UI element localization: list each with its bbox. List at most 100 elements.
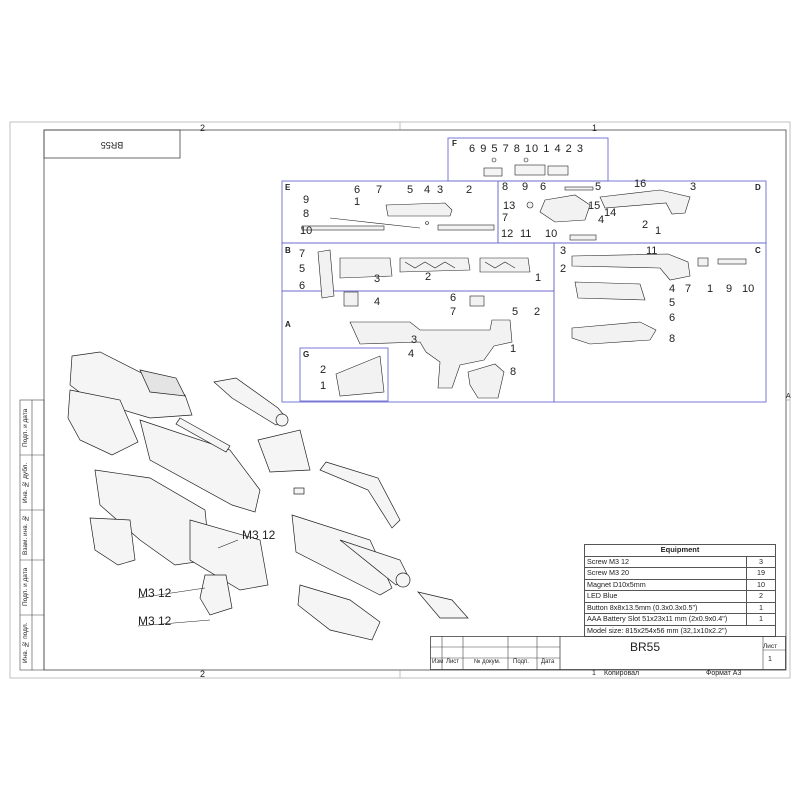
footer-copied: Копировал — [604, 670, 640, 677]
zone-top-right: 1 — [592, 123, 598, 133]
panel-e-num: 10 — [300, 225, 313, 237]
panel-d-letter: D — [755, 183, 761, 192]
title-block — [430, 636, 786, 670]
panel-d-num: 9 — [522, 181, 529, 193]
panel-c-num: 4 — [669, 283, 676, 295]
panel-a-num: 3 — [411, 334, 418, 346]
panel-e-num: 6 — [354, 184, 361, 196]
panel-c-num: 1 — [707, 283, 714, 295]
panel-c-num: 10 — [742, 283, 755, 295]
panel-b-letter: B — [285, 246, 291, 255]
panel-f-letter: F — [452, 139, 457, 148]
panel-d-num: 7 — [502, 212, 509, 224]
panel-e-parts — [301, 202, 495, 231]
title-block-header: Изм — [432, 659, 444, 665]
title-block-header: Дата — [541, 659, 555, 665]
panel-e-num: 7 — [376, 184, 383, 196]
side-label-sign-date: Подп. и дата — [22, 408, 29, 448]
callout-m3-main: M3 12 — [242, 528, 276, 542]
panel-a-num: 7 — [450, 306, 457, 318]
panel-d-frame — [497, 180, 767, 244]
rotated-title-stamp — [43, 129, 181, 159]
panel-c-num: 11 — [646, 245, 658, 257]
panel-c-num: 9 — [726, 283, 733, 295]
zone-side: A — [786, 393, 791, 400]
panel-b-num: 7 — [299, 248, 306, 260]
panel-g-letter: G — [303, 350, 310, 359]
panel-d-parts — [526, 186, 691, 241]
panel-b-num: 3 — [374, 273, 381, 285]
panel-g-num: 2 — [320, 364, 327, 376]
panel-e-num: 3 — [437, 184, 444, 196]
panel-g-num: 1 — [320, 380, 327, 392]
rotated-title: BR55 — [100, 140, 124, 150]
callout-m3-left-2: M3 12 — [138, 614, 172, 628]
panel-b-num: 4 — [374, 296, 381, 308]
panel-e-num: 2 — [466, 184, 473, 196]
panel-d-num: 5 — [595, 181, 602, 193]
zone-bottom-left: 2 — [200, 669, 206, 679]
panel-c-num: 3 — [560, 245, 567, 257]
table-row: Button 8x8x13.5mm (0.3x0.3x0.5")1 — [584, 601, 776, 614]
panel-d-num: 13 — [503, 200, 516, 212]
drawing-title: BR55 — [630, 640, 661, 654]
panel-d-num: 6 — [540, 181, 547, 193]
callout-m3-left-1: M3 12 — [138, 586, 172, 600]
panel-a-num: 4 — [408, 348, 415, 360]
panel-d-num: 3 — [690, 181, 697, 193]
panel-a-parts — [335, 295, 513, 399]
panel-f-parts — [483, 157, 569, 177]
panel-d-num: 2 — [642, 219, 649, 231]
panel-c-parts — [571, 253, 747, 345]
side-label-replace-inv: Взам. инв. № — [22, 514, 29, 556]
callout-leaders — [137, 539, 239, 627]
main-exploded-view — [67, 351, 469, 641]
footer-zone: 1 — [592, 670, 596, 677]
zone-top-left: 2 — [200, 123, 206, 133]
table-row: AAA Battery Slot 51x23x11 mm (2x0.9x0.4"… — [584, 613, 776, 626]
equipment-heading: Equipment — [584, 544, 776, 557]
panel-a-num: 2 — [534, 306, 541, 318]
panel-a-num: 6 — [450, 292, 457, 304]
panel-b-num: 5 — [299, 263, 306, 275]
detail-panel-frames — [281, 137, 767, 403]
table-row: Model size: 815x254x56 mm (32,1x10x2.2") — [584, 624, 776, 637]
panel-e-letter: E — [285, 183, 291, 192]
panel-c-num: 7 — [685, 283, 692, 295]
model-size: Model size: 815x254x56 mm (32,1x10x2.2") — [584, 624, 776, 637]
title-block-header: № докум. — [474, 659, 501, 665]
panel-e-num: 4 — [424, 184, 431, 196]
panel-c-num: 2 — [560, 263, 567, 275]
side-label-sign-date-2: Подп. и дата — [22, 567, 29, 607]
title-block-header: Лист — [446, 659, 460, 665]
footer-format: Формат А3 — [706, 670, 742, 677]
sheet-number: 1 — [768, 656, 772, 663]
panel-a-num: 5 — [512, 306, 519, 318]
panel-e-num: 1 — [354, 196, 361, 208]
panel-a-num: 8 — [510, 366, 517, 378]
panel-c-letter: C — [755, 246, 761, 255]
panel-e-num: 8 — [303, 208, 310, 220]
sheet-label: Лист — [763, 643, 778, 650]
panel-g-frame — [299, 347, 389, 402]
panel-e-num: 9 — [303, 194, 310, 206]
panel-d-num: 12 — [501, 228, 514, 240]
panel-b-parts — [317, 249, 531, 307]
panel-d-num: 15 — [588, 200, 601, 212]
panel-c-num: 5 — [669, 297, 676, 309]
panel-c-num: 8 — [669, 333, 676, 345]
panel-d-num: 4 — [598, 214, 605, 226]
panel-a-letter: A — [285, 320, 291, 329]
panel-e-num: 5 — [407, 184, 414, 196]
panel-d-num: 1 — [655, 225, 662, 237]
panel-d-num: 11 — [520, 228, 532, 240]
panel-b-num: 6 — [299, 280, 306, 292]
panel-a-num: 1 — [510, 343, 517, 355]
